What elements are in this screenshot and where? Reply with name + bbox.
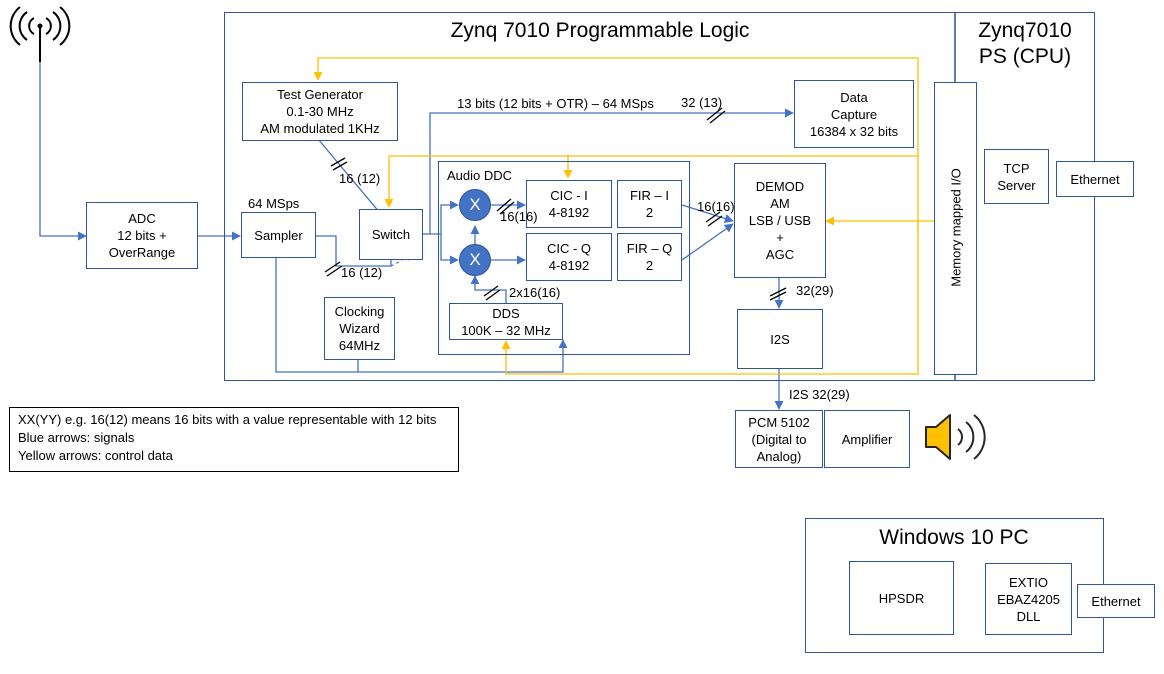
amplifier-block: Amplifier	[824, 410, 910, 468]
ps-title: Zynq7010 PS (CPU)	[978, 19, 1072, 68]
speaker-icon	[925, 414, 986, 460]
dds-bus-label: 2x16(16)	[509, 285, 561, 300]
sampler-block: Sampler	[241, 212, 316, 258]
audio-ddc-title: Audio DDC	[447, 168, 513, 183]
ethernet-pc-block: Ethernet	[1077, 584, 1155, 618]
sample-rate-label: 64 MSps	[248, 196, 300, 211]
clocking-wizard-block: Clocking Wizard 64MHz	[324, 297, 395, 360]
extio-dll-block: EXTIO EBAZ4205 DLL	[985, 563, 1072, 635]
legend-line-signals: Blue arrows: signals	[18, 430, 135, 445]
legend-line-control: Yellow arrows: control data	[18, 448, 173, 463]
legend: XX(YY) e.g. 16(12) means 16 bits with a …	[9, 407, 459, 472]
audio-ddc-region	[438, 161, 690, 355]
test-generator-block: Test Generator 0.1-30 MHz AM modulated 1…	[242, 82, 398, 141]
i2s-block: I2S	[737, 309, 823, 369]
mixer-bus-label: 16(16)	[500, 209, 538, 224]
mixer-q: X	[459, 244, 491, 276]
demod-bus-label: 32(29)	[796, 283, 834, 298]
antenna-to-adc-wire	[39, 62, 87, 241]
capture-width-label: 32 (13)	[681, 95, 723, 110]
mixer-i: X	[459, 189, 491, 221]
pl-title: Zynq 7010 Programmable Logic	[450, 19, 750, 42]
antenna-icon	[9, 6, 71, 62]
fir-i-block: FIR – I 2	[617, 180, 682, 228]
sampler-bus-label: 16 (12)	[341, 265, 383, 280]
tcp-server-block: TCP Server	[984, 149, 1049, 204]
fir-q-block: FIR – Q 2	[617, 233, 682, 281]
fir-bus-label: 16(16)	[697, 199, 735, 214]
legend-line-notation: XX(YY) e.g. 16(12) means 16 bits with a …	[18, 412, 437, 427]
memory-mapped-io-block	[934, 82, 977, 375]
testgen-bus-label: 16 (12)	[339, 171, 381, 186]
capture-bus-label: 13 bits (12 bits + OTR) – 64 MSps	[457, 96, 654, 111]
switch-block: Switch	[359, 209, 423, 260]
cic-q-block: CIC - Q 4-8192	[526, 233, 612, 281]
pc-title: Windows 10 PC	[879, 526, 1029, 549]
data-capture-block: Data Capture 16384 x 32 bits	[794, 80, 914, 148]
i2s-bus-label: I2S 32(29)	[789, 387, 850, 402]
memory-mapped-io-label: Memory mapped I/O	[948, 168, 964, 287]
demod-block: DEMOD AM LSB / USB + AGC	[734, 163, 826, 278]
dds-block: DDS 100K – 32 MHz	[449, 303, 563, 340]
adc-block: ADC 12 bits + OverRange	[86, 202, 198, 269]
ethernet-ps-block: Ethernet	[1056, 161, 1134, 197]
cic-i-block: CIC - I 4-8192	[526, 180, 612, 228]
hpsdr-block: HPSDR	[849, 561, 954, 635]
pcm5102-block: PCM 5102 (Digital to Analog)	[735, 410, 823, 468]
